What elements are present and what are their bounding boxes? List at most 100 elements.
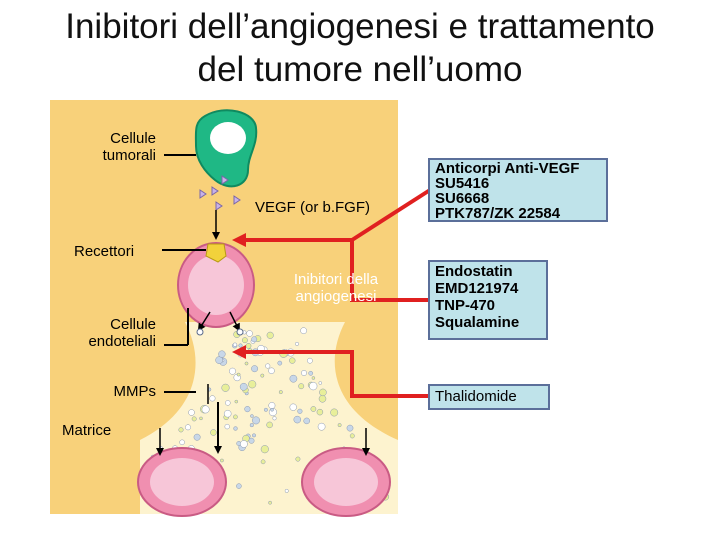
matrix-particle xyxy=(252,416,260,425)
matrix-particle xyxy=(209,395,216,402)
matrix-particle xyxy=(188,409,195,416)
matrix-particle xyxy=(251,336,258,343)
matrix-particle xyxy=(236,483,242,489)
matrix-particle xyxy=(295,456,301,462)
box-endostatin-line: Squalamine xyxy=(435,314,520,331)
box-anti-vegf-line: PTK787/ZK 22584 xyxy=(435,205,561,222)
endothelial-cell-left-nucleus xyxy=(150,458,214,506)
box-endostatin-line: EMD121974 xyxy=(435,280,519,297)
matrix-particle xyxy=(225,400,231,406)
receptor xyxy=(205,243,227,263)
red-arrow-thalidomide xyxy=(244,350,430,398)
matrix-particle xyxy=(295,341,299,346)
matrix-particle xyxy=(260,459,266,465)
matrix-particle xyxy=(311,376,316,380)
matrix-particle xyxy=(191,416,197,422)
matrix-particle xyxy=(185,424,191,431)
box-anti-vegf-line: Anticorpi Anti-VEGF xyxy=(435,160,580,177)
mmp-bubbles xyxy=(196,328,244,336)
matrix-particle xyxy=(263,407,268,412)
matrix-particle xyxy=(244,361,249,366)
matrix-particle xyxy=(221,383,230,392)
matrix-particle xyxy=(268,402,276,409)
matrix-particle xyxy=(238,343,243,348)
matrix-particle xyxy=(297,408,303,414)
matrix-particle xyxy=(232,342,238,347)
box-thalidomide: Thalidomide xyxy=(428,384,550,410)
matrix-particle xyxy=(284,488,289,493)
matrix-particle xyxy=(346,424,354,432)
matrix-particle xyxy=(318,381,323,385)
box-anti-vegf-line: SU5416 xyxy=(435,175,490,192)
endothelial-cell-top-nucleus xyxy=(188,255,244,315)
matrix-particle xyxy=(266,331,274,339)
receptors-label: Recettori xyxy=(74,243,135,260)
matrix-particle xyxy=(199,416,203,421)
matrix-particle xyxy=(330,408,339,417)
matrix-particle xyxy=(298,383,305,390)
matrix-particle xyxy=(307,357,313,364)
box-endostatin: Endostatin EMD121974 TNP-470 Squalamine xyxy=(428,260,548,340)
matrix-particle xyxy=(301,370,307,376)
box-endostatin-line: Endostatin xyxy=(435,263,513,280)
matrix-particle xyxy=(210,429,217,436)
matrix-particle xyxy=(239,382,248,391)
matrix-particle xyxy=(318,395,327,403)
box-anti-vegf-line: SU6668 xyxy=(435,190,490,207)
tumor-cell-nucleus xyxy=(210,122,246,154)
matrix-particle xyxy=(218,350,226,358)
matrix-particle xyxy=(266,421,273,429)
matrix-particle xyxy=(268,500,272,505)
matrix-particle xyxy=(234,399,239,404)
matrix-particle xyxy=(289,374,298,383)
matrix-particle xyxy=(265,363,271,369)
matrix-particle xyxy=(220,458,224,463)
box-endostatin-line: TNP-470 xyxy=(435,297,496,314)
matrix-particle xyxy=(308,370,314,376)
box-anti-vegf: Anticorpi Anti-VEGF SU5416 SU6668 PTK787… xyxy=(428,158,608,222)
matrix-particle xyxy=(289,403,297,411)
matrix-particle xyxy=(260,445,269,454)
red-arrow-endostatin xyxy=(242,238,430,302)
mmp-arrows xyxy=(197,311,240,404)
matrix-particle xyxy=(277,360,283,366)
matrix-particle xyxy=(270,408,274,412)
page-title-line-2: del tumore nell’uomo xyxy=(197,50,523,89)
box-thalidomide-line: Thalidomide xyxy=(435,388,517,405)
matrix-particle xyxy=(317,422,326,431)
matrix-particle xyxy=(249,423,254,428)
matrix-particle xyxy=(310,406,317,412)
matrix-particle xyxy=(278,390,283,395)
matrix-particle xyxy=(349,433,355,439)
matrix-particle xyxy=(246,330,253,337)
vegf-label: VEGF (or b.FGF) xyxy=(255,199,371,216)
matrix-particle xyxy=(229,367,236,375)
mmps-label: MMPs xyxy=(113,383,157,400)
matrix-particle xyxy=(319,388,327,397)
vegf-particles xyxy=(199,175,241,211)
matrix-particle xyxy=(241,337,248,344)
endothelial-cell-right-nucleus xyxy=(314,458,378,506)
matrix-particle xyxy=(224,423,230,430)
matrix-particle xyxy=(268,367,275,375)
matrix-particle xyxy=(316,408,324,416)
red-arrow-vegf xyxy=(350,188,432,242)
matrix-particle xyxy=(245,343,252,349)
matrix-particle xyxy=(248,437,255,444)
matrix-particle xyxy=(233,414,238,420)
matrix-particle xyxy=(236,372,241,377)
page-title-line-1: Inibitori dell’angiogenesi e trattamento xyxy=(65,7,655,46)
red-arrow-heads xyxy=(232,233,246,359)
matrix-particle xyxy=(178,427,184,433)
matrix-particle xyxy=(179,439,185,446)
matrix-particle xyxy=(337,423,342,428)
matrix-label: Matrice xyxy=(62,422,112,439)
matrix-particle xyxy=(240,440,248,448)
matrix-particle xyxy=(252,433,256,438)
matrix-particle xyxy=(289,357,296,364)
matrix-particle xyxy=(223,409,232,418)
